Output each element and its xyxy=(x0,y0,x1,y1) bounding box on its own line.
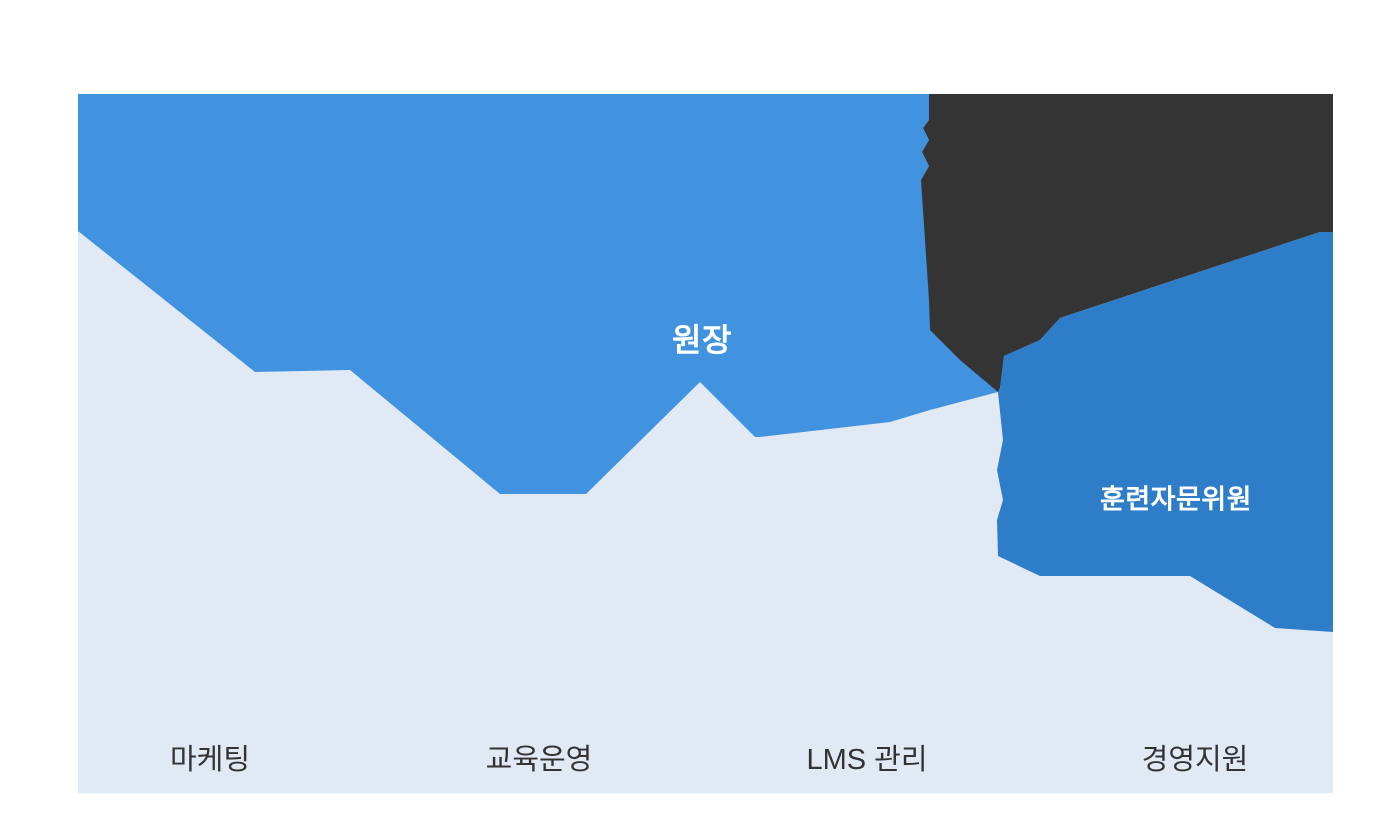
axis-label-education-operations: 교육운영 xyxy=(485,744,593,776)
dark-blue-region[interactable] xyxy=(997,232,1333,632)
light-blue-region[interactable] xyxy=(78,94,1060,494)
dark-charcoal-region[interactable] xyxy=(921,94,1333,392)
axis-label-business-support: 경영지원 xyxy=(1141,744,1249,776)
axis-label-lms-management: LMS 관리 xyxy=(806,744,928,776)
axis-label-marketing: 마케팅 xyxy=(169,744,251,776)
